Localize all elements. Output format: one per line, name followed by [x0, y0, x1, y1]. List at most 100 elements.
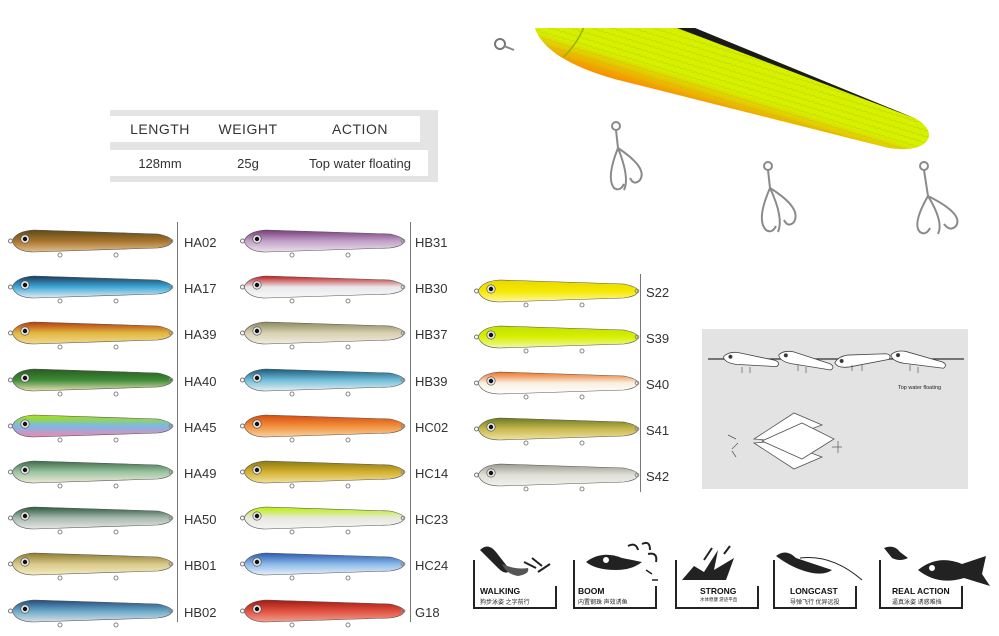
lure-swatch-image	[474, 325, 640, 354]
real-action-icon	[879, 546, 990, 609]
feature-title: WALKING	[480, 586, 521, 596]
strong-icon	[675, 545, 759, 609]
lure-swatch-image	[240, 414, 406, 443]
lure-swatch: S42	[474, 456, 674, 498]
lure-color-code: HC23	[415, 512, 449, 528]
lure-swatch-image	[474, 279, 640, 308]
feature-longcast: LONGCAST 导弹飞行 优异远投	[772, 540, 868, 610]
lure-color-code: HB30	[415, 281, 448, 297]
lure-swatch-image	[474, 371, 640, 400]
lure-color-code: S40	[646, 377, 670, 392]
lure-swatch-image	[474, 463, 640, 492]
lure-color-code: HB37	[415, 327, 448, 343]
lure-color-code: S39	[646, 331, 670, 346]
lure-swatch-image	[240, 322, 406, 350]
lure-color-code: HB02	[184, 604, 217, 620]
longcast-icon	[773, 552, 863, 609]
diagram-caption: Top water floating	[898, 385, 942, 391]
lure-color-code: S22	[646, 285, 670, 300]
spec-header-weight: WEIGHT	[218, 121, 278, 137]
lure-color-code: S41	[646, 423, 670, 438]
lure-swatch-image	[8, 553, 174, 581]
feature-walking: WALKING 狗步泳姿 之字前行	[472, 540, 562, 610]
lure-swatch-image	[240, 275, 406, 304]
feature-boom: BOOM 内置钢珠 声效诱鱼	[572, 540, 668, 610]
lure-swatch: HA50	[8, 499, 217, 541]
spec-value-action: Top water floating	[309, 156, 411, 171]
spec-table: LENGTH WEIGHT ACTION 128mm 25g Top water…	[110, 110, 438, 182]
lure-swatch: HB01	[8, 545, 217, 587]
lure-color-code: HA40	[184, 373, 217, 389]
lure-swatch-image	[240, 229, 406, 258]
lure-color-code: HB01	[184, 558, 217, 574]
lure-swatch: S22	[474, 272, 674, 314]
spec-value-length: 128mm	[138, 156, 182, 171]
lure-swatch-image	[240, 460, 406, 489]
lure-swatch-image	[8, 275, 174, 304]
spec-value-weight: 25g	[237, 156, 259, 171]
lure-swatch: HA49	[8, 453, 217, 495]
lure-swatch: S41	[474, 410, 674, 452]
lure-swatch-image	[8, 368, 174, 397]
lure-swatch: HC23	[240, 499, 448, 541]
lure-color-code: HB31	[415, 235, 448, 250]
lure-swatch-image	[240, 506, 406, 535]
feature-subtitle: 狗步泳姿 之字前行	[480, 600, 530, 606]
spec-value-row: 128mm 25g Top water floating	[110, 150, 428, 176]
lure-swatch: HB30	[240, 268, 448, 310]
lure-swatch: S39	[474, 318, 674, 360]
feature-subtitle: 逼真泳姿 诱惑难挡	[892, 600, 942, 606]
lure-swatch: HC02	[240, 407, 448, 449]
spec-header-length: LENGTH	[130, 121, 190, 137]
lure-swatch-image	[8, 229, 174, 258]
lure-swatch: HC24	[240, 545, 448, 587]
action-diagram: Top water floating	[702, 329, 968, 489]
lure-color-code: HC02	[415, 419, 449, 435]
feature-title: BOOM	[578, 586, 605, 596]
column-divider	[410, 222, 411, 622]
lure-swatch-image	[240, 599, 406, 628]
lure-color-code: HA45	[184, 419, 217, 435]
lure-color-code: HA17	[184, 281, 217, 297]
lure-swatch-image	[8, 599, 174, 628]
lure-color-code: HA50	[184, 512, 217, 528]
lure-color-code: HA02	[184, 235, 217, 250]
lure-swatch-image	[8, 322, 174, 350]
lure-swatch: S40	[474, 364, 674, 406]
lure-color-code: G18	[415, 604, 440, 620]
lure-swatch-image	[8, 460, 174, 489]
feature-subtitle: 内置钢珠 声效诱鱼	[578, 600, 628, 606]
lure-swatch: G18	[240, 592, 440, 634]
boom-icon	[573, 541, 658, 609]
feature-subtitle: 水体稳健 游迹平直	[700, 597, 738, 602]
lure-color-code: HA49	[184, 466, 217, 481]
feature-subtitle: 导弹飞行 优异远投	[790, 600, 840, 606]
lure-swatch: HB31	[240, 222, 448, 264]
lure-swatch: HA17	[8, 268, 217, 310]
spec-header-row: LENGTH WEIGHT ACTION	[110, 116, 420, 142]
lure-color-code: S42	[646, 469, 670, 484]
feature-real-action: REAL ACTION 逼真泳姿 诱惑难挡	[878, 540, 994, 610]
lure-swatch: HA39	[8, 314, 217, 356]
feature-title: REAL ACTION	[892, 586, 950, 596]
column-divider	[177, 222, 178, 622]
lure-swatch: HC14	[240, 453, 448, 495]
lure-swatch: HA02	[8, 222, 217, 264]
lure-swatch: HB39	[240, 361, 448, 403]
lure-color-code: HA39	[184, 327, 217, 343]
lure-swatch-image	[474, 417, 640, 446]
lure-color-code: HC14	[415, 466, 449, 481]
lure-swatch: HA40	[8, 361, 217, 403]
lure-swatch: HB02	[8, 592, 217, 634]
feature-title: LONGCAST	[790, 586, 838, 596]
lure-color-code: HC24	[415, 558, 449, 574]
walking-icon	[473, 546, 557, 609]
lure-swatch-image	[240, 368, 406, 397]
column-divider	[640, 274, 641, 492]
spec-header-action: ACTION	[332, 121, 388, 137]
lure-color-code: HB39	[415, 373, 448, 389]
feature-strong: STRONG 水体稳健 游迹平直	[674, 540, 764, 610]
lure-swatch-image	[240, 553, 406, 581]
